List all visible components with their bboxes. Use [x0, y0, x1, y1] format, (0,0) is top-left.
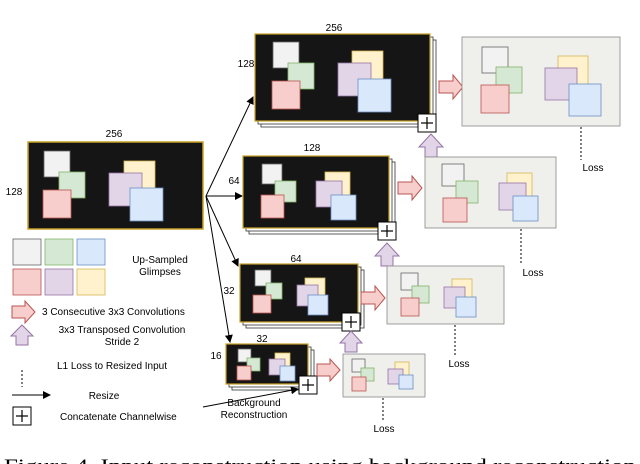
- conv-arrow-2: [397, 174, 423, 202]
- legend-resize-text: Resize: [89, 391, 120, 402]
- level2-height-label: 64: [228, 176, 240, 187]
- output3: [386, 265, 505, 325]
- concat-symbol-3: [341, 312, 361, 332]
- transposed-arrow-2: [373, 242, 401, 267]
- output4: [342, 353, 426, 398]
- level2-stack: [242, 155, 396, 235]
- figure-caption: Figure 4. Input reconstruction using bac…: [4, 456, 637, 464]
- conv-arrow-1: [438, 73, 464, 101]
- loss-label-4: Loss: [373, 424, 394, 435]
- level2-width-label: 128: [304, 143, 321, 154]
- level4-width-label: 32: [256, 334, 268, 345]
- level3-height-label: 32: [223, 286, 235, 297]
- transposed-arrow-1: [417, 133, 445, 158]
- legend-l1-text: L1 Loss to Resized Input: [57, 361, 167, 372]
- resize-arrows: [205, 96, 254, 343]
- concat-symbol-2: [377, 221, 397, 241]
- legend-concat-symbol: [12, 406, 32, 426]
- input-image: [27, 141, 204, 230]
- legend-transposed-arrow: [9, 324, 35, 346]
- legend-conv-arrow: [11, 299, 36, 325]
- transposed-arrow-3: [338, 330, 364, 353]
- loss-label-1: Loss: [582, 163, 603, 174]
- loss-label-2: Loss: [522, 268, 543, 279]
- background-label-line2: Reconstruction: [221, 410, 288, 421]
- conv-arrow-3: [360, 284, 386, 312]
- level3-width-label: 64: [290, 254, 302, 265]
- loss-label-3: Loss: [448, 359, 469, 370]
- level4-height-label: 16: [210, 351, 222, 362]
- output1: [461, 36, 621, 127]
- input-height-label: 128: [6, 187, 23, 198]
- concat-symbol-1: [417, 113, 437, 133]
- input-width-label: 256: [106, 129, 123, 140]
- level3-stack: [239, 263, 365, 329]
- background-label-line1: Background: [227, 398, 280, 409]
- legend-glimpse-grid: [12, 238, 106, 296]
- legend-upsampled-line2: Glimpses: [139, 267, 181, 278]
- background-arrow: [202, 386, 299, 408]
- legend-concat-text: Concatenate Channelwise: [60, 412, 177, 423]
- level1-stack: [254, 33, 437, 128]
- legend-conv-text: 3 Consecutive 3x3 Convolutions: [42, 307, 185, 318]
- concat-symbol-4: [298, 375, 318, 395]
- level1-width-label: 256: [326, 23, 343, 34]
- level1-height-label: 128: [238, 59, 255, 70]
- legend-transposed-line1: 3x3 Transposed Convolution: [59, 325, 186, 336]
- output2: [424, 156, 557, 229]
- conv-arrow-4: [316, 357, 341, 383]
- legend-upsampled-line1: Up-Sampled: [132, 255, 188, 266]
- legend-transposed-line2: Stride 2: [105, 337, 140, 348]
- level4-stack: [225, 343, 315, 391]
